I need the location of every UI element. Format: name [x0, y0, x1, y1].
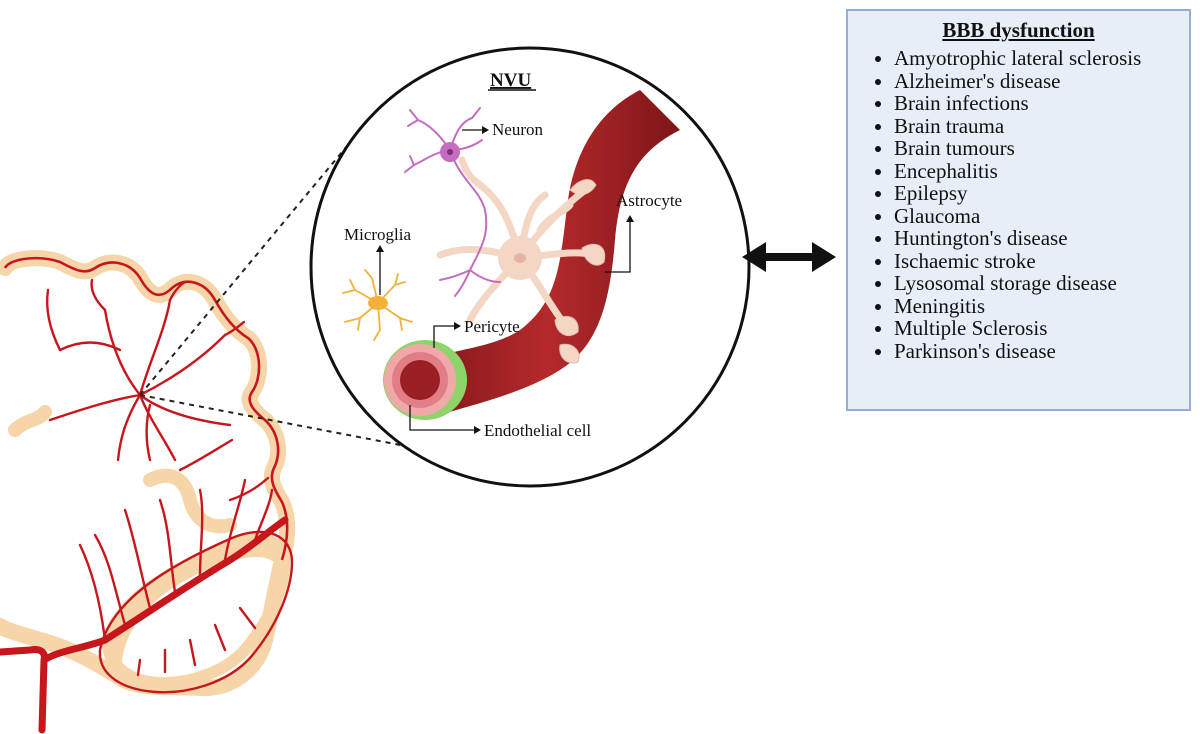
list-item: Encephalitis [894, 159, 1179, 183]
microglia-label: Microglia [344, 225, 411, 244]
pericyte-label: Pericyte [464, 317, 520, 336]
brain-section [0, 250, 296, 734]
neuron-label: Neuron [492, 120, 543, 139]
lower-gyrus-outline [98, 530, 294, 694]
blood-vessel [415, 90, 680, 418]
astrocyte-label: Astrocyte [616, 191, 682, 210]
list-item: Brain trauma [894, 114, 1179, 138]
list-item: Amyotrophic lateral sclerosis [894, 47, 1179, 70]
list-item: Meningitis [894, 294, 1179, 318]
list-item: Parkinson's disease [894, 339, 1179, 363]
zoom-lines [139, 139, 417, 449]
nvu-labels: NVU Neuron Microglia Astrocyte Pericyte … [344, 70, 682, 440]
bbb-dysfunction-panel: BBB dysfunction Amyotrophic lateral scle… [846, 9, 1191, 411]
lower-gyrus [101, 532, 291, 690]
double-arrow [742, 242, 836, 272]
astrocyte-pointer [605, 220, 631, 273]
list-item: Ischaemic stroke [894, 249, 1179, 273]
endothelial-label: Endothelial cell [484, 421, 591, 440]
list-item: Brain infections [894, 92, 1179, 115]
pial-vessel-outline [3, 256, 289, 561]
penetrating-arterioles [46, 278, 274, 677]
list-item: Alzheimer's disease [894, 69, 1179, 93]
neuron [404, 107, 501, 297]
disease-list: Amyotrophic lateral sclerosis Alzheimer'… [858, 47, 1179, 362]
endothelial-pointer [409, 405, 476, 431]
pericyte-pointer [433, 325, 456, 348]
panel-title: BBB dysfunction [942, 18, 1095, 42]
list-item: Multiple Sclerosis [894, 317, 1179, 340]
main-artery [0, 516, 289, 734]
list-item: Glaucoma [894, 204, 1179, 228]
vessel-cross-section [383, 340, 467, 420]
astrocyte [436, 156, 599, 329]
nvu-title: NVU [490, 70, 531, 91]
nvu-zoom-circle [309, 46, 751, 488]
list-item: Huntington's disease [894, 227, 1179, 250]
microglia [342, 269, 413, 341]
list-item: Lysosomal storage disease [894, 272, 1179, 295]
list-item: Brain tumours [894, 137, 1179, 160]
list-item: Epilepsy [894, 182, 1179, 205]
